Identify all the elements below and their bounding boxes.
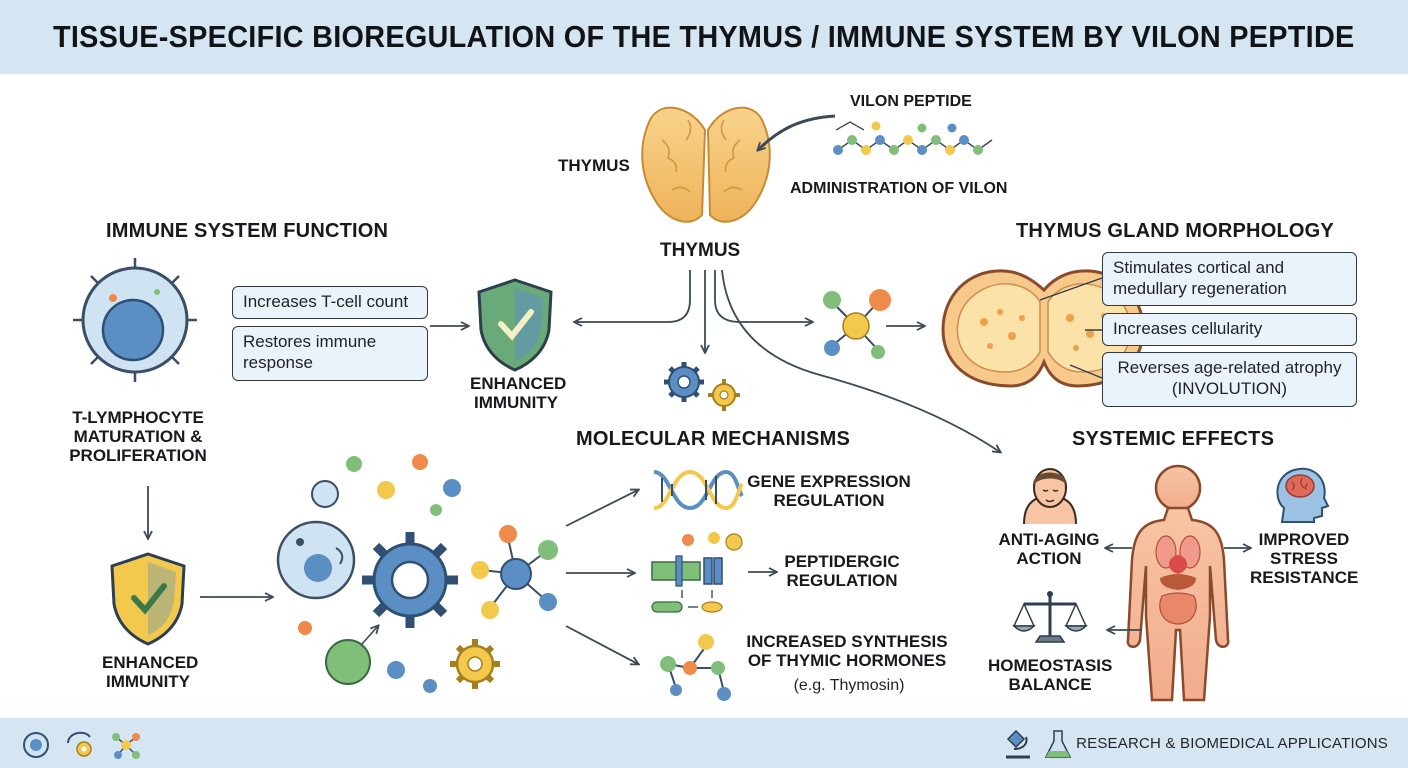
human-body-icon bbox=[1126, 464, 1230, 702]
tcell-maturation-label: T-LYMPHOCYTE MATURATION & PROLIFERATION bbox=[69, 408, 207, 466]
administration-label: ADMINISTRATION OF VILON bbox=[790, 180, 1008, 197]
enhanced-immunity-top-label: ENHANCED IMMUNITY bbox=[470, 374, 567, 413]
body-arrows bbox=[1106, 548, 1250, 630]
face-icon bbox=[1023, 468, 1077, 525]
thymic-hormones-label: INCREASED SYNTHESIS OF THYMIC HORMONES bbox=[746, 632, 948, 671]
balance-scale-icon bbox=[1012, 591, 1088, 643]
atrophy-line-1: Reverses age-related atrophy bbox=[1117, 358, 1342, 377]
cell-cluster-icon bbox=[276, 454, 558, 693]
t-cell-icon bbox=[73, 258, 197, 382]
molecular-arrows bbox=[565, 490, 776, 664]
atrophy-box: Reverses age-related atrophy (INVOLUTION… bbox=[1102, 352, 1357, 407]
receptor-icon bbox=[651, 532, 743, 613]
systemic-section-title: SYSTEMIC EFFECTS bbox=[1072, 428, 1275, 450]
thymus-label: THYMUS bbox=[660, 240, 741, 261]
vilon-peptide-label: VILON PEPTIDE bbox=[850, 93, 972, 110]
thymus-organ-icon bbox=[641, 106, 771, 223]
vilon-peptide-chain-icon bbox=[833, 121, 993, 155]
morphology-section-title: THYMUS GLAND MORPHOLOGY bbox=[1016, 220, 1334, 242]
atrophy-line-2: (INVOLUTION) bbox=[1171, 378, 1288, 398]
shield-check-icon bbox=[477, 278, 553, 372]
restores-response-box: Restores immune response bbox=[232, 326, 428, 381]
cellularity-box: Increases cellularity bbox=[1102, 313, 1357, 346]
immune-section-title: IMMUNE SYSTEM FUNCTION bbox=[106, 220, 389, 242]
page-title: TISSUE-SPECIFIC BIOREGULATION OF THE THY… bbox=[53, 19, 1355, 54]
small-gear-icon bbox=[708, 379, 740, 411]
dna-helix-icon bbox=[653, 469, 744, 511]
thymus-output-arrows bbox=[575, 269, 1000, 452]
gears-icon bbox=[664, 362, 704, 402]
enhanced-immunity-bottom-label: ENHANCED IMMUNITY bbox=[102, 653, 199, 692]
gene-expression-label: GENE EXPRESSION REGULATION bbox=[747, 472, 911, 511]
title-banner: TISSUE-SPECIFIC BIOREGULATION OF THE THY… bbox=[0, 0, 1408, 74]
brain-head-icon bbox=[1276, 467, 1330, 523]
peptidergic-label: PEPTIDERGIC REGULATION bbox=[784, 552, 900, 591]
peptide-to-thymus-arrow bbox=[758, 114, 836, 150]
footer-bar: RESEARCH & BIOMEDICAL APPLICATIONS bbox=[0, 718, 1408, 768]
footer-text: RESEARCH & BIOMEDICAL APPLICATIONS bbox=[1076, 735, 1388, 752]
morphology-pointer-lines bbox=[1039, 277, 1103, 379]
stress-resistance-label: IMPROVED STRESS RESISTANCE bbox=[1250, 530, 1359, 588]
molecule-icon bbox=[823, 289, 891, 359]
hormone-molecule-icon bbox=[660, 634, 731, 701]
shield-check-bottom-icon bbox=[110, 552, 186, 646]
homeostasis-label: HOMEOSTASIS BALANCE bbox=[988, 656, 1113, 695]
thymus-side-label: THYMUS bbox=[558, 156, 630, 175]
molecular-section-title: MOLECULAR MECHANISMS bbox=[576, 428, 850, 450]
regeneration-box: Stimulates cortical and medullary regene… bbox=[1102, 252, 1357, 306]
increases-tcell-box: Increases T-cell count bbox=[232, 286, 428, 319]
thymosin-note: (e.g. Thymosin) bbox=[793, 677, 905, 694]
anti-aging-label: ANTI-AGING ACTION bbox=[998, 530, 1100, 569]
